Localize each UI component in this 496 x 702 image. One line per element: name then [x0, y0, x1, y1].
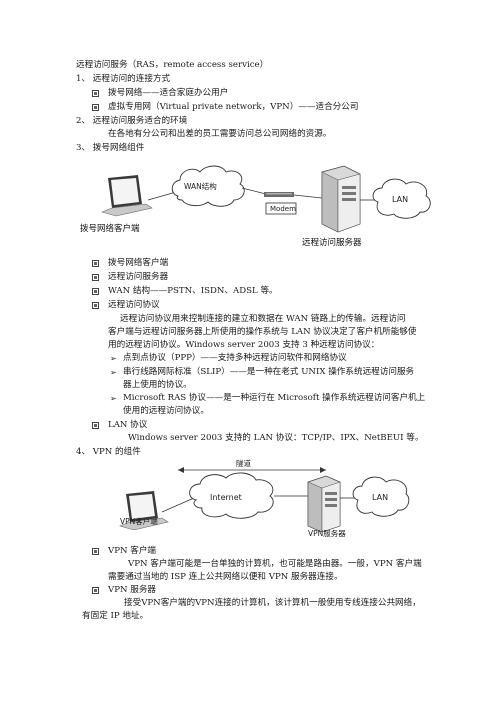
dialup-network-diagram: WAN结构 Modem LAN 拨号网络客户端 远程访问服务器: [80, 165, 431, 248]
protocol-item-continued: 使用的远程访问协议。: [123, 406, 209, 416]
laptop-icon: [101, 175, 153, 217]
list-item: 远程访问协议: [108, 300, 160, 310]
vpn-server-text-line: 接受VPN客户端的VPN连接的计算机，该计算机一般使用专线连接公共网络，: [124, 598, 421, 608]
bullet-icon: [92, 274, 99, 281]
laptop-icon: [119, 491, 169, 531]
vpn-client-caption: VPN客户端: [120, 517, 158, 526]
bullet-icon: [92, 422, 99, 429]
bullet-icon: [92, 104, 99, 111]
vpn-client-text-line: 需要通过当地的 ISP 连上公共网络以便和 VPN 服务器连接。: [108, 572, 343, 582]
wan-cloud-shape: [171, 165, 245, 207]
arrow-bullet-icon: ➢: [110, 354, 117, 363]
section-2-body: 在各地有分公司和出差的员工需要访问总公司网络的资源。: [108, 129, 332, 139]
protocol-item: 串行线路网际标准（SLIP）——是一种在老式 UNIX 操作系统远程访问服务: [123, 367, 415, 377]
list-item: 拨号网络客户端: [108, 258, 169, 268]
section-1-heading: 1、 远程访问的连接方式: [76, 74, 171, 84]
bullet-icon: [92, 302, 99, 309]
lan-cloud-shape: [352, 476, 410, 517]
vpn-server-caption: VPN服务器: [308, 529, 346, 538]
list-item: VPN 服务器: [108, 585, 157, 595]
section-3-heading: 3、 拨号网络组件: [76, 143, 145, 153]
bullet-icon: [92, 548, 99, 555]
server-caption: 远程访问服务器: [302, 237, 362, 248]
bullet-icon: [92, 587, 99, 594]
arrow-bullet-icon: ➢: [110, 394, 117, 403]
lan-cloud-shape: [372, 178, 431, 219]
protocol-item: 点到点协议（PPP）——支持多种远程访问软件和网络协议: [123, 353, 347, 363]
lan-label: LAN: [392, 195, 408, 204]
protocol-item: Microsoft RAS 协议——是一种运行在 Microsoft 操作系统远…: [123, 393, 426, 403]
wan-cloud-label: WAN结构: [184, 181, 217, 191]
list-item: VPN 客户端: [108, 546, 157, 556]
modem-label: Modem: [270, 205, 296, 213]
modem-label-box: [265, 202, 297, 215]
list-item: WAN 结构——PSTN、ISDN、ADSL 等。: [108, 286, 278, 296]
protocol-paragraph-line: 客户端与远程访问服务器上所使用的操作系统与 LAN 协议决定了客户机所能够使: [108, 327, 417, 337]
list-item: 拨号网络——适合家庭办公用户: [108, 88, 229, 98]
list-item: 远程访问服务器: [108, 272, 169, 282]
modem-icon: [264, 192, 294, 197]
server-icon: [321, 165, 361, 233]
section-2-heading: 2、 远程访问服务适合的环境: [76, 116, 188, 126]
internet-cloud-shape: [189, 472, 274, 519]
page-title: 远程访问服务（RAS，remote access service）: [76, 60, 269, 70]
protocol-item-continued: 器上使用的协议。: [123, 380, 192, 390]
protocol-paragraph-line: 用的远程访问协议。Windows server 2003 支持 3 种远程访问协…: [108, 340, 380, 350]
tunnel-label: 隧道: [236, 458, 251, 468]
client-caption: 拨号网络客户端: [80, 223, 140, 234]
bullet-icon: [92, 260, 99, 267]
vpn-network-diagram: 隧道 Internet LAN: [119, 458, 410, 533]
arrow-bullet-icon: ➢: [110, 368, 117, 377]
bullet-icon: [92, 288, 99, 295]
lan-label: LAN: [372, 493, 388, 502]
lan-protocols-text: Windows server 2003 支持的 LAN 协议：TCP/IP、IP…: [128, 433, 424, 443]
list-item: 虚拟专用网（Virtual private network，VPN）——适合分公…: [108, 102, 359, 112]
list-item: LAN 协议: [108, 420, 148, 430]
vpn-server-text-line: 有固定 IP 地址。: [82, 611, 149, 621]
protocol-paragraph-line: 远程访问协议用来控制连接的建立和数据在 WAN 链路上的传输。远程访问: [120, 314, 406, 324]
internet-label: Internet: [210, 493, 242, 502]
section-4-heading: 4、 VPN 的组件: [76, 447, 141, 457]
vpn-client-text-line: VPN 客户端可能是一台单独的计算机，也可能是路由器。一般，VPN 客户端: [128, 559, 422, 569]
server-icon: [307, 475, 341, 533]
bullet-icon: [92, 90, 99, 97]
